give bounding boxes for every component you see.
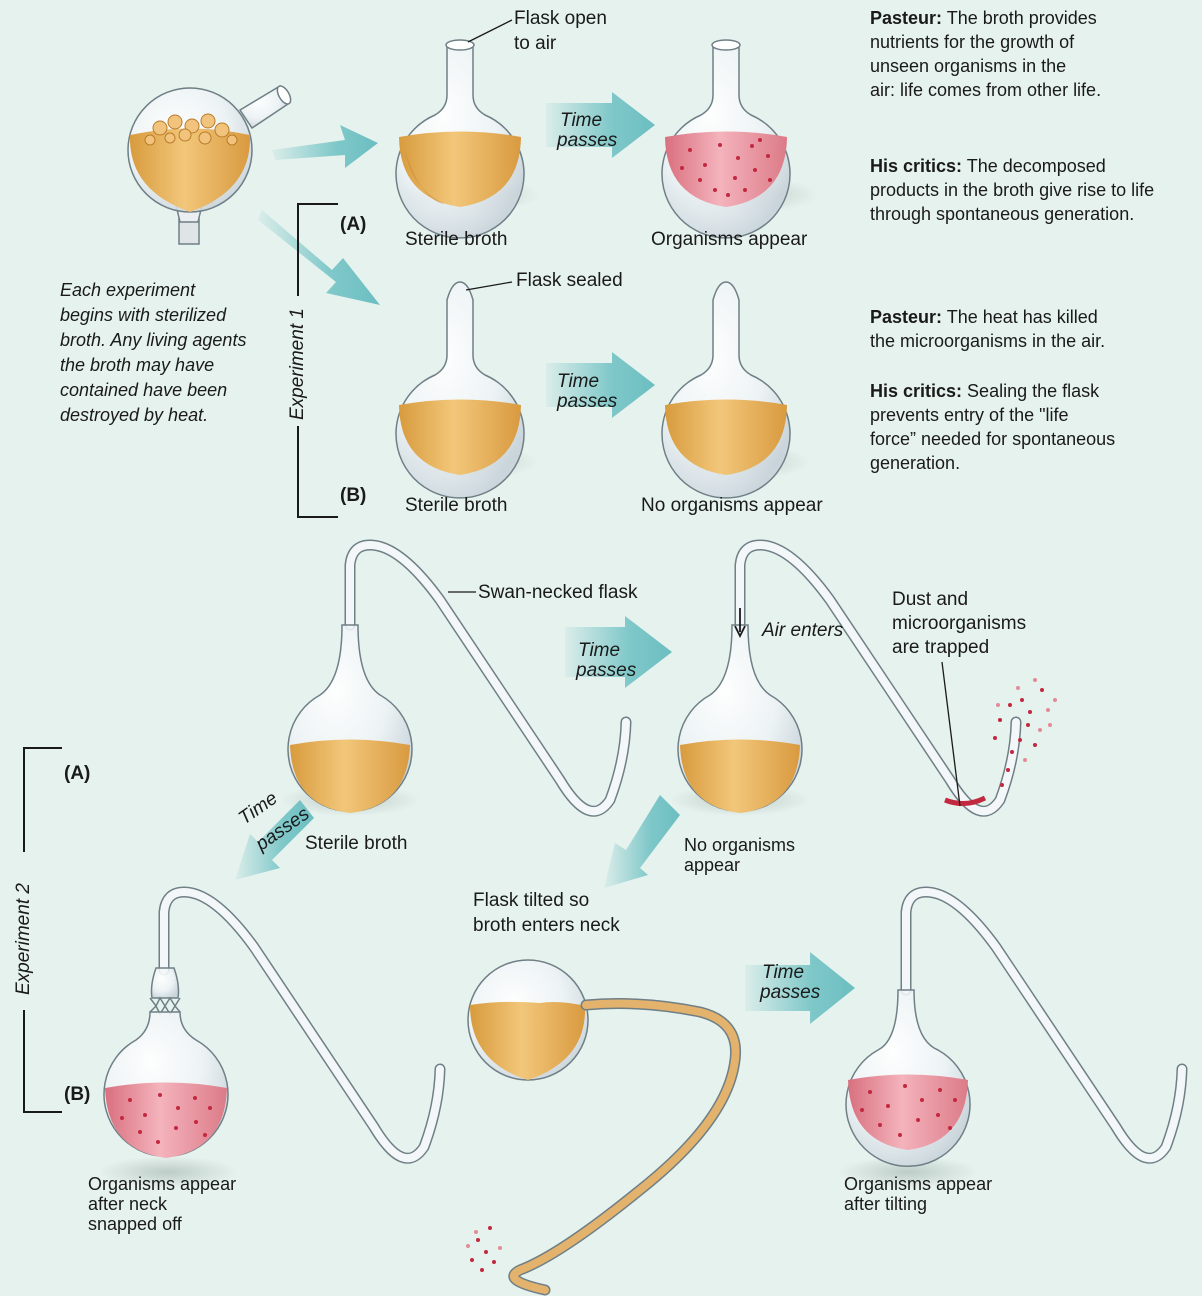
dust-label-2: microorganisms bbox=[892, 613, 1026, 635]
passes-label-2: passes bbox=[557, 391, 617, 412]
notes-b-critics: His critics: Sealing the flask prevents … bbox=[870, 379, 1200, 475]
note-title: His critics: bbox=[870, 156, 962, 176]
swan-flask-label: Swan-necked flask bbox=[478, 582, 637, 604]
contaminated-flask bbox=[662, 40, 818, 238]
dust-label-3: are trapped bbox=[892, 637, 989, 659]
note-line: The heat has killed bbox=[942, 307, 1098, 327]
sterile-broth-label: Sterile broth bbox=[305, 833, 407, 855]
note-line: force” needed for spontaneous bbox=[870, 427, 1200, 451]
tilting-label-2: after tilting bbox=[844, 1194, 927, 1214]
tilted-flask bbox=[466, 960, 736, 1290]
no-org-label-1: No organisms bbox=[684, 835, 795, 855]
sealed-flask bbox=[396, 282, 538, 498]
intro-line: broth. Any living agents bbox=[60, 328, 246, 353]
exp2-part-a: (A) bbox=[64, 763, 90, 785]
notes-a: Pasteur: The broth provides nutrients fo… bbox=[870, 6, 1200, 102]
note-line: nutrients for the growth of bbox=[870, 30, 1200, 54]
open-flask-label-1: Flask open bbox=[514, 8, 607, 30]
note-line: products in the broth give rise to life bbox=[870, 178, 1200, 202]
sterile-broth-a-label: Sterile broth bbox=[405, 229, 507, 251]
note-title: His critics: bbox=[870, 381, 962, 401]
passes-label-1: passes bbox=[557, 130, 617, 151]
note-title: Pasteur: bbox=[870, 8, 942, 28]
note-line: the microorganisms in the air. bbox=[870, 329, 1200, 353]
note-line: The decomposed bbox=[962, 156, 1106, 176]
exp1-part-b: (B) bbox=[340, 485, 366, 507]
sealed-flask-label: Flask sealed bbox=[516, 270, 623, 292]
tilt-label-2: broth enters neck bbox=[473, 915, 620, 937]
note-line: prevents entry of the "life bbox=[870, 403, 1200, 427]
exp2-part-b: (B) bbox=[64, 1084, 90, 1106]
note-title: Pasteur: bbox=[870, 307, 942, 327]
passes-label-a: passes bbox=[576, 660, 636, 681]
snapped-label-2: after neck bbox=[88, 1194, 167, 1214]
experiment2-label: Experiment 2 bbox=[13, 883, 35, 995]
air-enters-label: Air enters bbox=[762, 620, 843, 641]
arrow-to-flask-a bbox=[272, 125, 378, 168]
intro-line: begins with sterilized bbox=[60, 303, 246, 328]
note-line: generation. bbox=[870, 451, 1200, 475]
time-label-a: Time bbox=[578, 640, 620, 661]
intro-line: the broth may have bbox=[60, 353, 246, 378]
tilted-flask-after bbox=[838, 892, 1182, 1188]
experiment1-label: Experiment 1 bbox=[287, 308, 309, 420]
intro-line: contained have been bbox=[60, 378, 246, 403]
note-line: unseen organisms in the bbox=[870, 54, 1200, 78]
time-label-1: Time bbox=[560, 110, 602, 131]
passes-label-c: passes bbox=[760, 982, 820, 1003]
open-flask bbox=[396, 40, 540, 238]
no-organisms-label: No organisms appear bbox=[641, 495, 823, 517]
organisms-appear-label: Organisms appear bbox=[651, 229, 807, 251]
open-flask-label-2: to air bbox=[514, 33, 556, 55]
snapped-label-3: snapped off bbox=[88, 1214, 182, 1234]
note-line: through spontaneous generation. bbox=[870, 202, 1200, 226]
snapped-neck-flask bbox=[98, 892, 440, 1188]
no-org-label-2: appear bbox=[684, 855, 740, 875]
note-line: Sealing the flask bbox=[962, 381, 1099, 401]
sealed-flask-after bbox=[662, 282, 810, 498]
snapped-label-1: Organisms appear bbox=[88, 1174, 236, 1194]
notes-b: Pasteur: The heat has killed the microor… bbox=[870, 305, 1200, 353]
sterile-broth-b-label: Sterile broth bbox=[405, 495, 507, 517]
time-label-2: Time bbox=[557, 371, 599, 392]
tilt-label-1: Flask tilted so bbox=[473, 890, 589, 912]
note-line: air: life comes from other life. bbox=[870, 78, 1200, 102]
dust-label-1: Dust and bbox=[892, 589, 968, 611]
swan-neck-flask-after bbox=[670, 545, 1057, 816]
note-line: The broth provides bbox=[942, 8, 1097, 28]
notes-a-critics: His critics: The decomposed products in … bbox=[870, 154, 1200, 226]
tilt-arrow bbox=[604, 795, 680, 888]
exp1-part-a: (A) bbox=[340, 214, 366, 236]
intro-line: Each experiment bbox=[60, 278, 246, 303]
intro-text: Each experiment begins with sterilized b… bbox=[60, 278, 246, 428]
time-label-c: Time bbox=[762, 962, 804, 983]
tilting-label-1: Organisms appear bbox=[844, 1174, 992, 1194]
intro-line: destroyed by heat. bbox=[60, 403, 246, 428]
